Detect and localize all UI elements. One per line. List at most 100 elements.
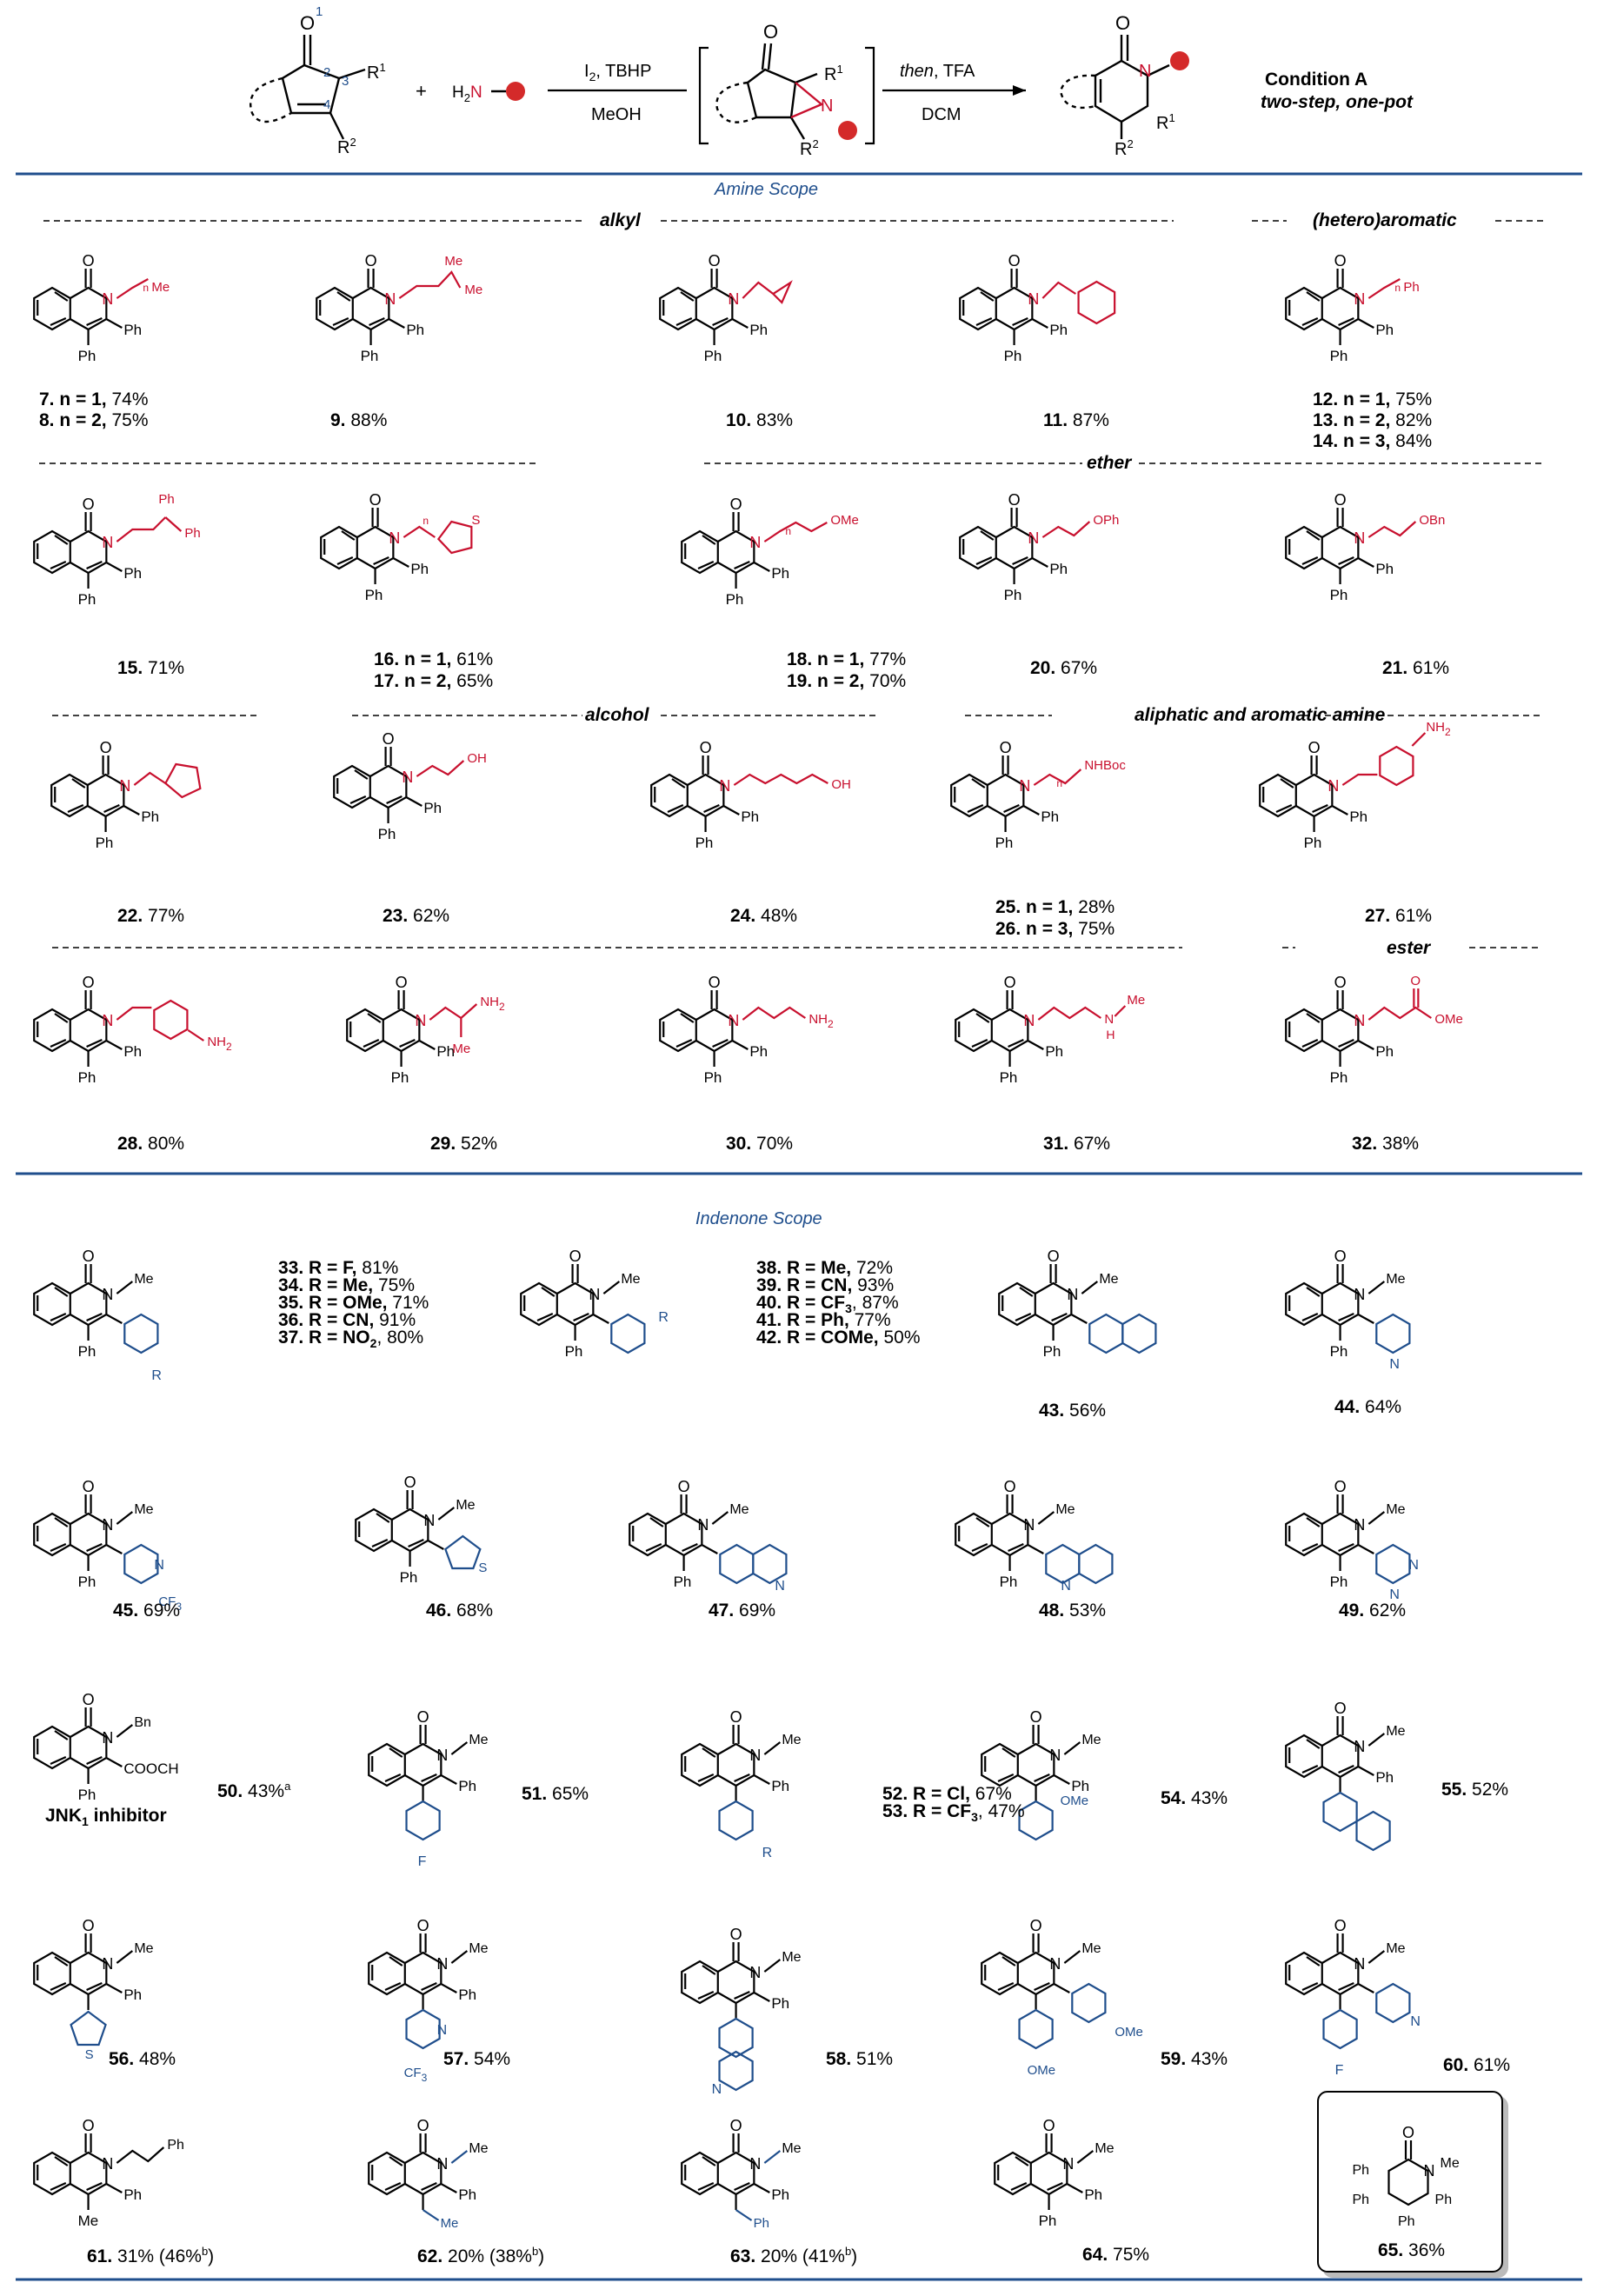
c3-substituent: Ph <box>1375 561 1394 577</box>
atom-label: S <box>85 2047 94 2062</box>
atom-n: N <box>389 529 400 547</box>
n-substituent <box>437 1507 482 1570</box>
atom-o: O <box>83 252 95 270</box>
c4-substituent: Ph <box>704 1069 722 1086</box>
category-alkyl: alkyl <box>600 210 641 230</box>
label-c19: 19. n = 2, 70% <box>787 671 907 691</box>
core-c11 <box>959 269 1048 345</box>
core-c28 <box>33 990 123 1067</box>
condition-title: Condition A <box>1265 70 1367 90</box>
atom-n: N <box>749 534 761 551</box>
atom-n: N <box>102 1286 113 1303</box>
atom-n: N <box>697 1516 709 1534</box>
core-indenone-0 <box>33 1264 123 1341</box>
product-atom-o: O <box>1115 12 1130 34</box>
c3-substituent: Ph <box>123 1043 142 1060</box>
atom-label: Me <box>1386 1272 1405 1287</box>
atom-label: Me <box>441 2216 459 2231</box>
intermediate-atom-o: O <box>763 21 778 43</box>
intermediate-r1: R1 <box>824 63 843 84</box>
atom-label: OMe <box>830 513 859 528</box>
atom-o: O <box>709 974 721 991</box>
atom-label: n <box>1056 777 1062 789</box>
n-substituent <box>1076 2150 1095 2164</box>
atom-o: O <box>1008 252 1021 270</box>
c3-substituent: Ph <box>1045 1043 1063 1060</box>
atom-label: N <box>1424 2162 1435 2180</box>
atom-label: F <box>1335 2063 1344 2078</box>
core-c23 <box>333 747 423 823</box>
label-c24: 24. 48% <box>730 906 798 926</box>
bracket-right <box>865 46 875 145</box>
atom-n: N <box>102 1012 113 1029</box>
atom-label: n <box>1394 282 1401 294</box>
atom-label: NH2 <box>808 1012 834 1030</box>
c4-substituent: Ph <box>674 1574 692 1590</box>
c3-substituent: Ph <box>1071 1778 1089 1794</box>
atom-number-2: 2 <box>323 65 330 80</box>
c4-substituent: Ph <box>1000 1069 1018 1086</box>
atom-o: O <box>1334 974 1347 991</box>
atom-label: NH2 <box>480 995 505 1013</box>
label-c59: 59. 43% <box>1161 2049 1228 2069</box>
c3-substituent: Ph <box>123 1987 142 2003</box>
n-substituent <box>403 520 473 555</box>
atom-o: O <box>1334 252 1347 270</box>
label-c61: 61. 31% (46%b) <box>87 2245 215 2266</box>
plus-sign: + <box>416 80 427 102</box>
atom-label: Me <box>1081 1733 1101 1747</box>
solvent-step2: DCM <box>922 105 962 124</box>
n-substituent <box>1037 1511 1114 1585</box>
n-substituent <box>1367 1281 1411 1354</box>
n-substituent <box>1341 732 1427 787</box>
pyridone-product <box>1059 35 1170 139</box>
atom-o: O <box>417 1708 429 1726</box>
n-substituent <box>1041 521 1091 538</box>
label-c65: 65. 36% <box>1378 2240 1446 2260</box>
label-c16: 16. n = 1, 61% <box>374 649 494 669</box>
atom-o: O <box>1334 1700 1347 1717</box>
core-65 <box>1387 2140 1429 2206</box>
atom-label: NH2 <box>1426 720 1451 738</box>
core-c25-26 <box>950 755 1040 832</box>
red-ball-icon <box>506 82 525 101</box>
atom-label: Me <box>1127 993 1145 1008</box>
label-c58: 58. 51% <box>826 2049 894 2069</box>
c3-substituent: Ph <box>123 322 142 338</box>
label-c17: 17. n = 2, 65% <box>374 671 494 691</box>
c3-substituent: Ph <box>1349 809 1367 825</box>
atom-n: N <box>1354 529 1365 547</box>
atom-n: N <box>436 1747 448 1764</box>
n-substituent <box>116 516 183 542</box>
core-c27 <box>1259 755 1348 832</box>
atom-label: N <box>154 1558 164 1573</box>
atom-number-1: 1 <box>316 4 323 19</box>
product-r1: R1 <box>1156 111 1175 133</box>
label-c39: 39. R = CN, 93% <box>756 1275 895 1295</box>
atom-label: Ph <box>1352 2163 1369 2178</box>
label-c26: 26. n = 3, 75% <box>995 919 1115 939</box>
core-c16-17 <box>320 508 409 584</box>
atom-o: O <box>730 1926 742 1943</box>
label-c35: 35. R = OMe, 71% <box>278 1293 429 1313</box>
label-c62: 62. 20% (38%b) <box>417 2245 545 2266</box>
atom-label: Me <box>444 254 462 269</box>
atom-n: N <box>1354 1286 1365 1303</box>
core-c30 <box>659 990 749 1067</box>
atom-n: N <box>1354 1738 1365 1755</box>
c3-substituent: Ph <box>771 565 789 582</box>
n-substituent <box>1033 769 1082 786</box>
c4-substituent: Ph <box>391 1069 409 1086</box>
core-indenone-19 <box>33 2133 123 2210</box>
atom-label: S <box>478 1561 487 1575</box>
core-indenone-13 <box>1285 1716 1374 1793</box>
n-substituent <box>711 1511 788 1585</box>
atom-n: N <box>384 290 396 308</box>
n-substituent <box>70 1950 134 2046</box>
atom-label: Me <box>1095 2141 1114 2156</box>
atom-label: Me <box>134 1502 153 1517</box>
r2-label: R2 <box>337 136 356 157</box>
atom-o: O <box>1043 2117 1055 2134</box>
atom-label: Me <box>782 1733 801 1747</box>
